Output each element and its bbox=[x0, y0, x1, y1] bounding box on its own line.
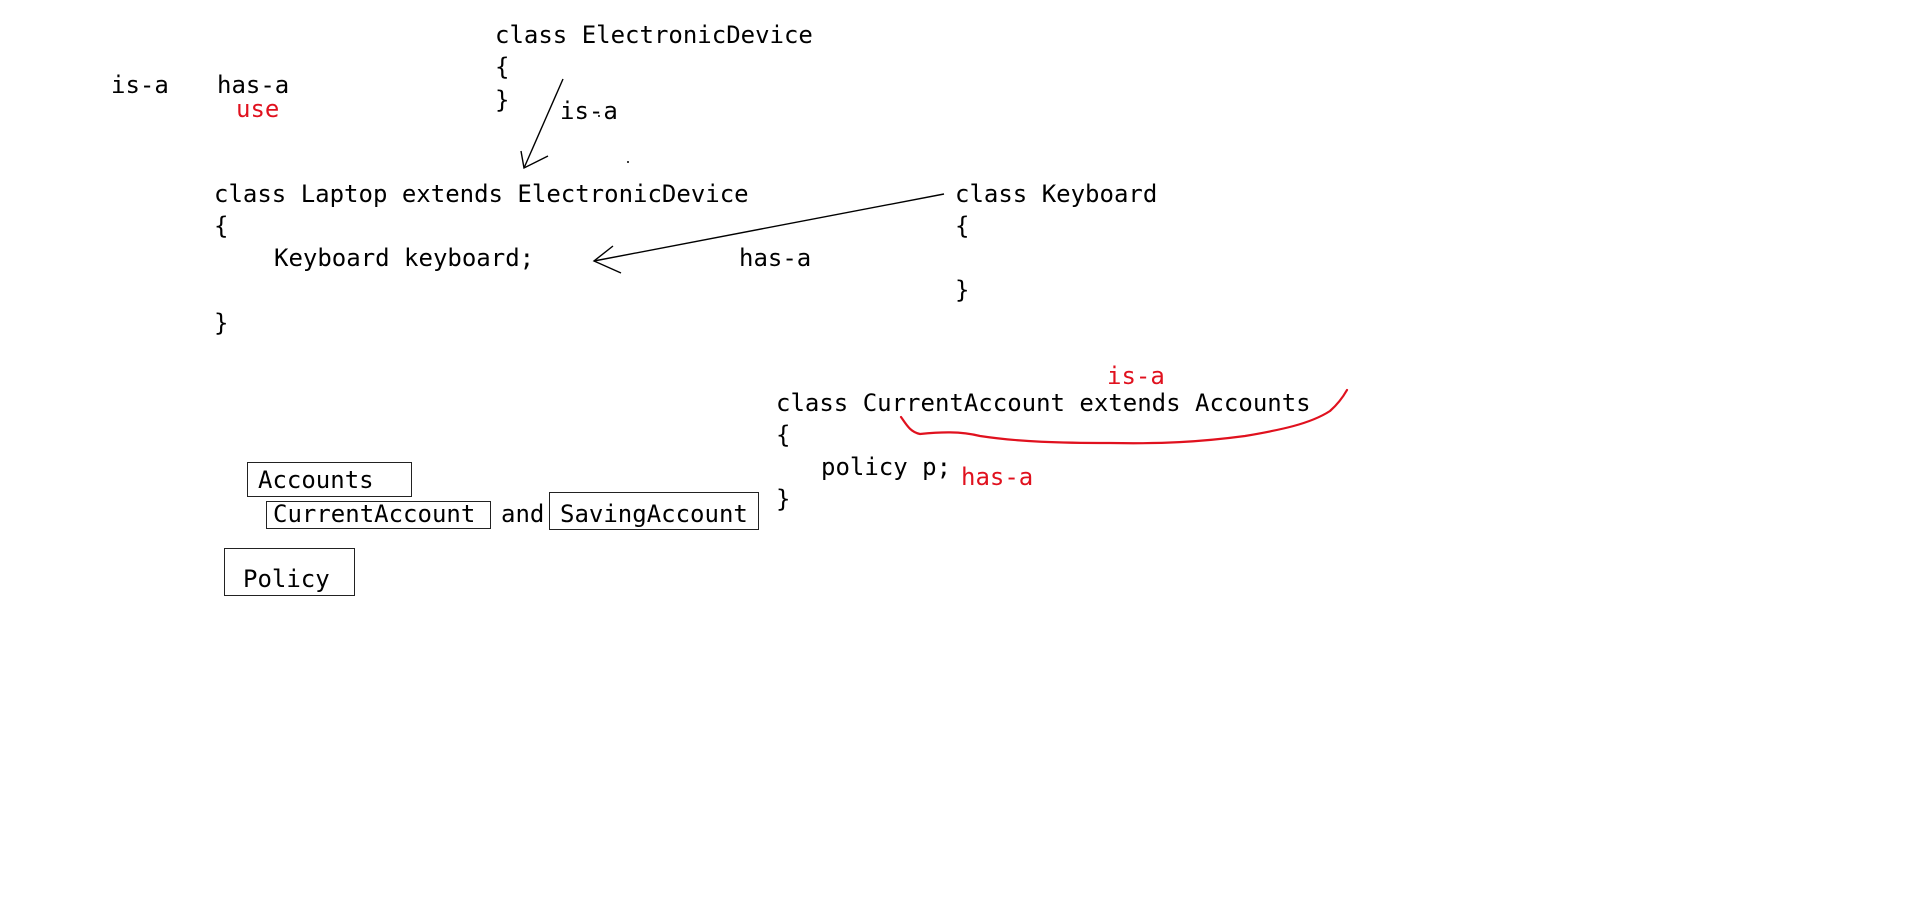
stray-dot bbox=[627, 161, 629, 163]
has-a-arrow-head bbox=[592, 245, 622, 274]
annotation-has-a: has-a bbox=[961, 463, 1034, 491]
arrow-label-is-a: is-a bbox=[560, 97, 618, 125]
is-a-arrow-shaft bbox=[523, 78, 564, 169]
keyboard-open-brace: { bbox=[955, 212, 970, 240]
and-connector: and bbox=[501, 500, 545, 528]
keyboard-declaration: class Keyboard bbox=[955, 180, 1158, 208]
policy-box bbox=[224, 548, 355, 596]
electronic-device-declaration: class ElectronicDevice bbox=[495, 21, 813, 49]
current-account-box-label: CurrentAccount bbox=[273, 500, 476, 528]
current-account-declaration: class CurrentAccount extends Accounts bbox=[776, 389, 1311, 417]
legend-use: use bbox=[236, 95, 280, 123]
keyboard-close-brace: } bbox=[955, 276, 970, 304]
laptop-close-brace: } bbox=[214, 309, 229, 337]
accounts-box-label: Accounts bbox=[258, 466, 374, 494]
electronic-device-close-brace: } bbox=[495, 86, 510, 114]
current-account-field: policy p; bbox=[821, 453, 952, 481]
has-a-arrow-shaft bbox=[593, 193, 945, 262]
accounts-box bbox=[247, 462, 412, 497]
laptop-open-brace: { bbox=[214, 212, 229, 240]
laptop-declaration: class Laptop extends ElectronicDevice bbox=[214, 180, 749, 208]
electronic-device-open-brace: { bbox=[495, 53, 510, 81]
current-account-close-brace: } bbox=[776, 485, 791, 513]
legend-is-a: is-a bbox=[111, 71, 169, 99]
stray-dot bbox=[598, 115, 600, 117]
legend-has-a: has-a bbox=[217, 71, 290, 99]
current-account-box bbox=[266, 501, 491, 529]
current-account-open-brace: { bbox=[776, 421, 791, 449]
is-a-arrow-head bbox=[520, 150, 549, 170]
saving-account-box-label: SavingAccount bbox=[560, 500, 748, 528]
annotation-is-a: is-a bbox=[1107, 362, 1165, 390]
arrow-label-has-a: has-a bbox=[739, 244, 812, 272]
laptop-field: Keyboard keyboard; bbox=[274, 244, 535, 272]
is-a-red-underline bbox=[899, 388, 1349, 445]
saving-account-box bbox=[549, 492, 759, 530]
policy-box-label: Policy bbox=[243, 565, 330, 593]
